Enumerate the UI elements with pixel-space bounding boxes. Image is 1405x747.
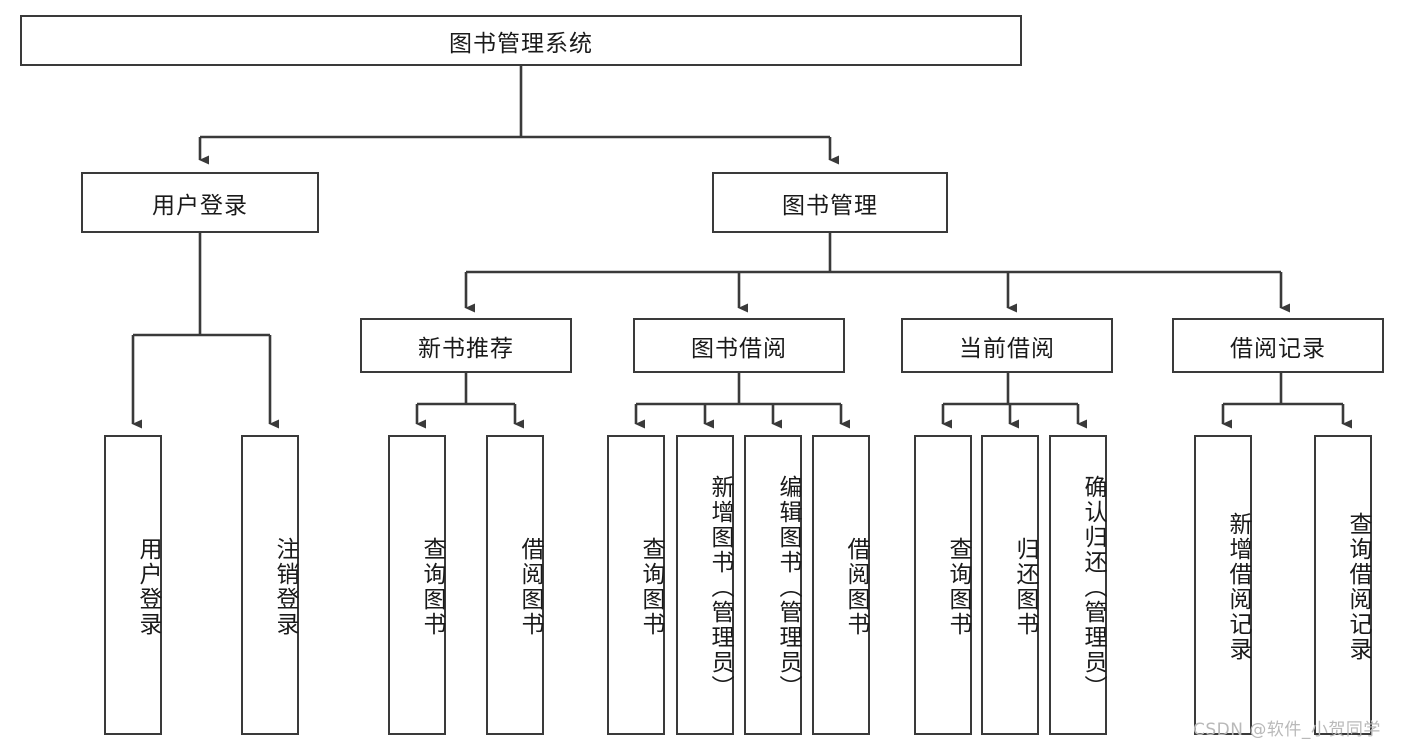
leaf-current-borrow-return[interactable]: 归还图书 xyxy=(981,435,1039,735)
node-user-login-label: 用户登录 xyxy=(152,192,248,219)
node-new-book-recommend[interactable]: 新书推荐 xyxy=(360,318,572,373)
node-book-manage-label: 图书管理 xyxy=(782,192,878,219)
leaf-current-borrow-query-label: 查询图书 xyxy=(945,537,971,637)
leaf-borrow-record-add-label: 新增借阅记录 xyxy=(1225,512,1251,662)
leaf-book-borrow-edit-label: 编辑图书（管理员） xyxy=(775,474,801,700)
leaf-new-book-borrow[interactable]: 借阅图书 xyxy=(486,435,544,735)
leaf-new-book-query-label: 查询图书 xyxy=(419,537,445,637)
node-root-label: 图书管理系统 xyxy=(449,30,593,57)
leaf-borrow-record-query-label: 查询借阅记录 xyxy=(1345,512,1371,662)
node-borrow-record[interactable]: 借阅记录 xyxy=(1172,318,1384,373)
leaf-user-login-logout-label: 注销登录 xyxy=(272,537,298,637)
node-root[interactable]: 图书管理系统 xyxy=(20,15,1022,66)
leaf-user-login-logout[interactable]: 注销登录 xyxy=(241,435,299,735)
leaf-new-book-borrow-label: 借阅图书 xyxy=(517,537,543,637)
leaf-book-borrow-borrow-label: 借阅图书 xyxy=(843,537,869,637)
node-borrow-record-label: 借阅记录 xyxy=(1230,335,1326,362)
leaf-user-login-login-label: 用户登录 xyxy=(135,537,161,637)
leaf-current-borrow-confirm-label: 确认归还（管理员） xyxy=(1080,474,1106,700)
node-user-login[interactable]: 用户登录 xyxy=(81,172,319,233)
leaf-book-borrow-query[interactable]: 查询图书 xyxy=(607,435,665,735)
node-current-borrow[interactable]: 当前借阅 xyxy=(901,318,1113,373)
node-new-book-recommend-label: 新书推荐 xyxy=(418,335,514,362)
leaf-current-borrow-return-label: 归还图书 xyxy=(1012,537,1038,637)
leaf-book-borrow-query-label: 查询图书 xyxy=(638,537,664,637)
leaf-book-borrow-borrow[interactable]: 借阅图书 xyxy=(812,435,870,735)
leaf-user-login-login[interactable]: 用户登录 xyxy=(104,435,162,735)
leaf-book-borrow-add-label: 新增图书（管理员） xyxy=(707,474,733,700)
leaf-borrow-record-query[interactable]: 查询借阅记录 xyxy=(1314,435,1372,735)
leaf-borrow-record-add[interactable]: 新增借阅记录 xyxy=(1194,435,1252,735)
watermark-csdn: CSDN @软件_小贺同学 xyxy=(1193,720,1381,740)
node-book-manage[interactable]: 图书管理 xyxy=(712,172,948,233)
node-current-borrow-label: 当前借阅 xyxy=(959,335,1055,362)
leaf-current-borrow-confirm[interactable]: 确认归还（管理员） xyxy=(1049,435,1107,735)
node-book-borrow-label: 图书借阅 xyxy=(691,335,787,362)
leaf-current-borrow-query[interactable]: 查询图书 xyxy=(914,435,972,735)
leaf-book-borrow-edit[interactable]: 编辑图书（管理员） xyxy=(744,435,802,735)
leaf-new-book-query[interactable]: 查询图书 xyxy=(388,435,446,735)
leaf-book-borrow-add[interactable]: 新增图书（管理员） xyxy=(676,435,734,735)
node-book-borrow[interactable]: 图书借阅 xyxy=(633,318,845,373)
